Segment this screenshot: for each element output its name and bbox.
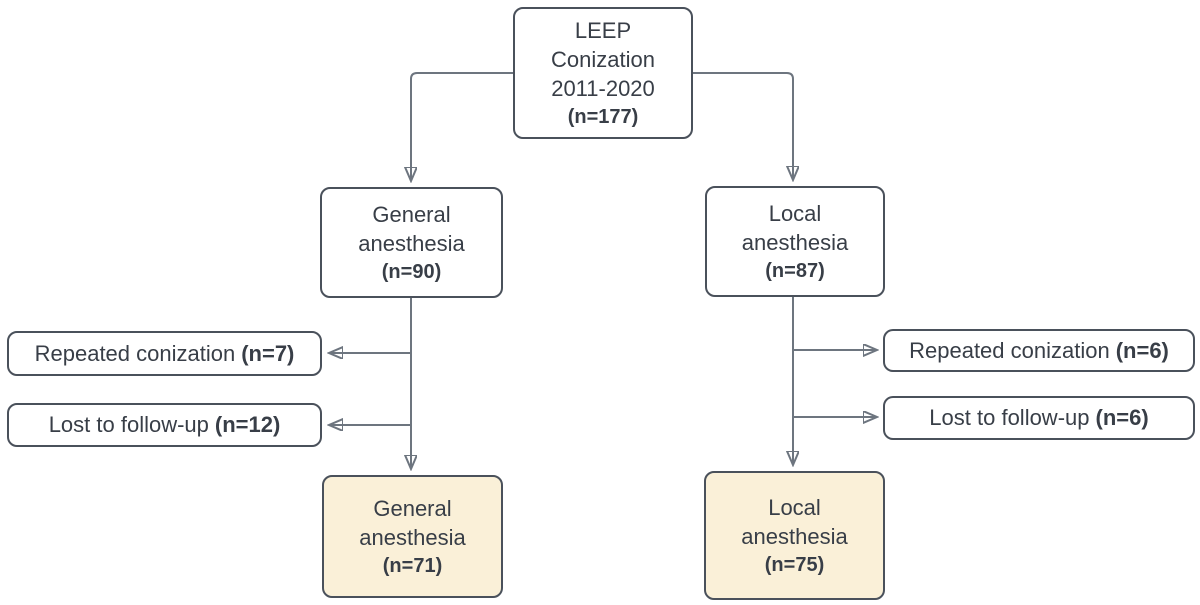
node-local-anesthesia: Local anesthesia (n=87)	[705, 186, 885, 297]
node-label: anesthesia	[741, 523, 848, 549]
node-leep-conization: LEEP Conization 2011-2020 (n=177)	[513, 7, 693, 139]
node-label: 2011-2020	[551, 75, 655, 101]
node-label: Repeated conization	[909, 337, 1110, 363]
node-label: Lost to follow-up	[48, 412, 209, 437]
node-count: (n=177)	[567, 105, 639, 128]
node-label: General	[372, 201, 451, 227]
node-count: (n=75)	[764, 553, 825, 576]
node-count: (n=71)	[382, 554, 443, 577]
node-count: (n=87)	[765, 259, 825, 282]
connector-root-to-local	[693, 72, 793, 180]
node-lost-to-follow-up-general: Lost to follow-up (n=12)	[7, 403, 322, 447]
connector-root-to-general	[411, 72, 513, 181]
node-label: Lost to follow-up	[929, 405, 1090, 430]
node-count: (n=12)	[214, 412, 281, 437]
node-label: General	[373, 495, 452, 521]
node-label: anesthesia	[359, 524, 466, 550]
node-label: Repeated conization	[34, 340, 236, 366]
node-label: Local	[768, 494, 821, 520]
node-repeated-conization-local: Repeated conization (n=6)	[883, 329, 1195, 372]
node-count: (n=6)	[1115, 337, 1169, 363]
node-general-anesthesia-final: General anesthesia (n=71)	[322, 475, 503, 598]
node-general-anesthesia: General anesthesia (n=90)	[320, 187, 503, 298]
node-count: (n=6)	[1095, 405, 1149, 430]
node-label: LEEP	[574, 17, 632, 43]
node-label: anesthesia	[358, 230, 465, 256]
node-count: (n=7)	[241, 340, 295, 366]
node-label: Local	[768, 200, 822, 226]
node-count: (n=90)	[381, 260, 442, 283]
node-local-anesthesia-final: Local anesthesia (n=75)	[704, 471, 885, 600]
node-label: Conization	[551, 46, 655, 72]
node-lost-to-follow-up-local: Lost to follow-up (n=6)	[883, 396, 1195, 440]
node-repeated-conization-general: Repeated conization (n=7)	[7, 331, 322, 376]
node-label: anesthesia	[741, 229, 849, 255]
